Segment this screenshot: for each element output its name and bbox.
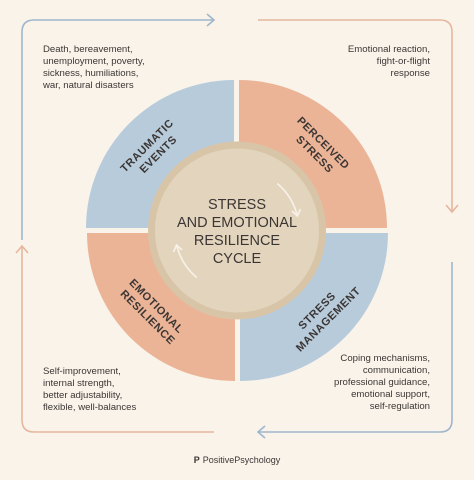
positivepsychology-logo-icon: P (193, 455, 200, 465)
inner-arrow-top (276, 182, 299, 217)
top-left-arrow-line (21, 19, 214, 240)
bottom-right-arrow-line (258, 262, 453, 433)
top-right-arrowhead-icon (445, 204, 459, 214)
brand-name: PositivePsychology (202, 455, 281, 465)
traumatic-events-examples: Death, bereavement, unemployment, povert… (43, 44, 145, 91)
center-title-line-1: STRESS (208, 197, 266, 213)
outer-cycle-arrows (15, 13, 459, 439)
inner-cycle-arrows (172, 182, 302, 279)
center-title: STRESS AND EMOTIONAL RESILIENCE CYCLE (177, 197, 297, 267)
inner-arrowhead-top-icon (291, 208, 302, 218)
stress-management-examples: Coping mechanisms, communication, profes… (333, 353, 430, 412)
center-title-line-4: CYCLE (213, 251, 262, 267)
emotional-resilience-examples: Self-improvement, internal strength, bet… (43, 366, 137, 413)
inner-arrow-bottom (175, 244, 198, 279)
center-title-line-3: RESILIENCE (194, 233, 281, 249)
top-left-arrowhead-icon (206, 13, 216, 27)
top-right-arrow-line (258, 19, 453, 212)
perceived-stress-examples: Emotional reaction, fight-or-flight resp… (347, 44, 430, 79)
bottom-right-arrowhead-icon (256, 425, 266, 439)
inner-arrowhead-bottom-icon (172, 243, 183, 253)
bottom-left-arrow-line (21, 246, 214, 433)
bottom-left-arrowhead-icon (15, 244, 29, 254)
center-title-line-2: AND EMOTIONAL (177, 215, 297, 231)
center-disc (155, 148, 319, 313)
